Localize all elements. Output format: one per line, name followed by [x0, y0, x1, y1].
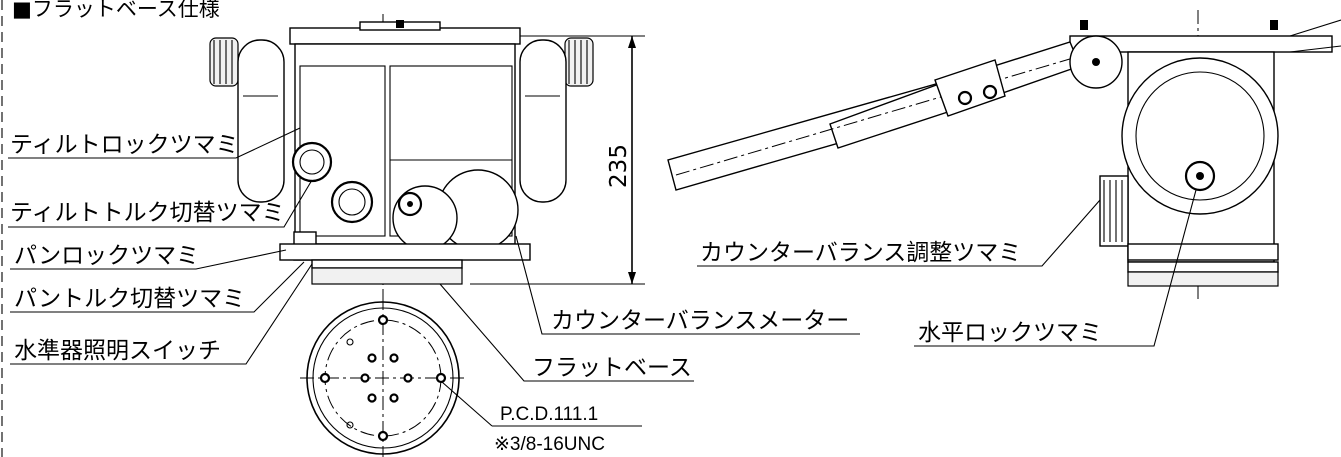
- side-plate-edge-1: [1289, 19, 1341, 37]
- center-hole-2: [389, 353, 399, 363]
- center-hole-5: [367, 393, 377, 403]
- side-top-screw-left: [1080, 20, 1088, 30]
- pcd-hole-right: [435, 372, 447, 384]
- top-screw: [396, 20, 404, 28]
- base-ring-1: [311, 259, 463, 269]
- leader-counter-adjust: [697, 199, 1101, 267]
- small-hole-2: [346, 338, 354, 346]
- side-flat-base: [1127, 271, 1279, 287]
- side-view: [667, 10, 1341, 300]
- side-plate-edge-2: [1289, 45, 1341, 53]
- base-collar: [279, 243, 531, 261]
- side-base-collar: [1127, 243, 1279, 261]
- tilt-torque-knob-inner: [338, 188, 366, 216]
- leader-horizontal-lock: [914, 189, 1197, 347]
- base-plan-view: [300, 296, 466, 457]
- left-knurl-lines: [213, 40, 233, 84]
- pan-bar-clamp-bolt-2: [982, 84, 998, 100]
- side-base-ring: [1127, 261, 1279, 273]
- right-knurl-lines: [568, 40, 588, 84]
- label-pcd: P.C.D.111.1: [500, 404, 598, 425]
- left-handle-tube: [237, 39, 285, 203]
- leader-pan-torque: [10, 261, 305, 313]
- dim-arrow-top: [628, 36, 636, 48]
- center-hole-1: [367, 353, 377, 363]
- leader-pan-lock: [10, 249, 287, 270]
- pcd-hole-bottom: [377, 430, 389, 442]
- tilt-lock-knob-inner: [299, 149, 325, 175]
- leader-tilt-torque: [8, 179, 313, 228]
- leader-tilt-lock: [8, 127, 301, 159]
- side-top-screw-right: [1270, 20, 1278, 30]
- label-counter-meter: カウンターバランスメーター: [551, 308, 849, 334]
- diagram-title: ■フラットベース仕様: [12, 0, 220, 21]
- counter-adjust-knurl: [1103, 180, 1123, 242]
- label-tilt-lock: ティルトロックツマミ: [10, 132, 239, 158]
- label-counter-adjust: カウンターバランス調整ツマミ: [700, 240, 1021, 266]
- small-hole-1: [346, 421, 354, 429]
- label-level-light: 水準器照明スイッチ: [14, 338, 221, 364]
- label-tilt-torque: ティルトトルク切替ツマミ: [10, 200, 285, 226]
- dimension-label: 235: [606, 144, 632, 188]
- label-flat-base: フラットベース: [532, 355, 692, 381]
- label-pan-lock: パンロックツマミ: [14, 243, 199, 269]
- counter-adjust-knob: [1099, 175, 1129, 247]
- center-hole-6: [389, 393, 399, 403]
- right-handle-tube: [519, 39, 567, 203]
- counter-meter-pin: [407, 201, 413, 207]
- leader-counter-meter: [515, 235, 860, 335]
- label-pan-torque: パントルク切替ツマミ: [14, 286, 245, 312]
- leader-level-light: [10, 263, 313, 365]
- dim-arrow-bottom: [628, 272, 636, 284]
- pan-bar-pivot-center: [1092, 58, 1100, 66]
- pan-bar-clamp-bolt: [957, 90, 973, 106]
- center-hole-4: [403, 373, 413, 383]
- leader-flat-base: [439, 283, 694, 382]
- tilt-lock-knob: [291, 141, 333, 183]
- pcd-hole-left: [319, 372, 331, 384]
- counter-disc-inner: [1135, 71, 1265, 201]
- leader-pcd: [441, 381, 493, 427]
- label-thread: ※3/8-16UNC: [494, 434, 605, 455]
- label-horizontal-lock: 水平ロックツマミ: [918, 320, 1102, 346]
- pan-bar-clamp: [934, 59, 1006, 117]
- pan-bar-axis: [675, 55, 1081, 176]
- tilt-torque-knob: [330, 180, 374, 224]
- center-hole-3: [360, 373, 370, 383]
- flat-base-ring: [311, 267, 463, 285]
- horizontal-lock-pin: [1196, 172, 1204, 180]
- front-view: 235: [209, 14, 645, 300]
- pcd-hole-top: [377, 314, 389, 326]
- counter-disc-outer: [1121, 57, 1279, 215]
